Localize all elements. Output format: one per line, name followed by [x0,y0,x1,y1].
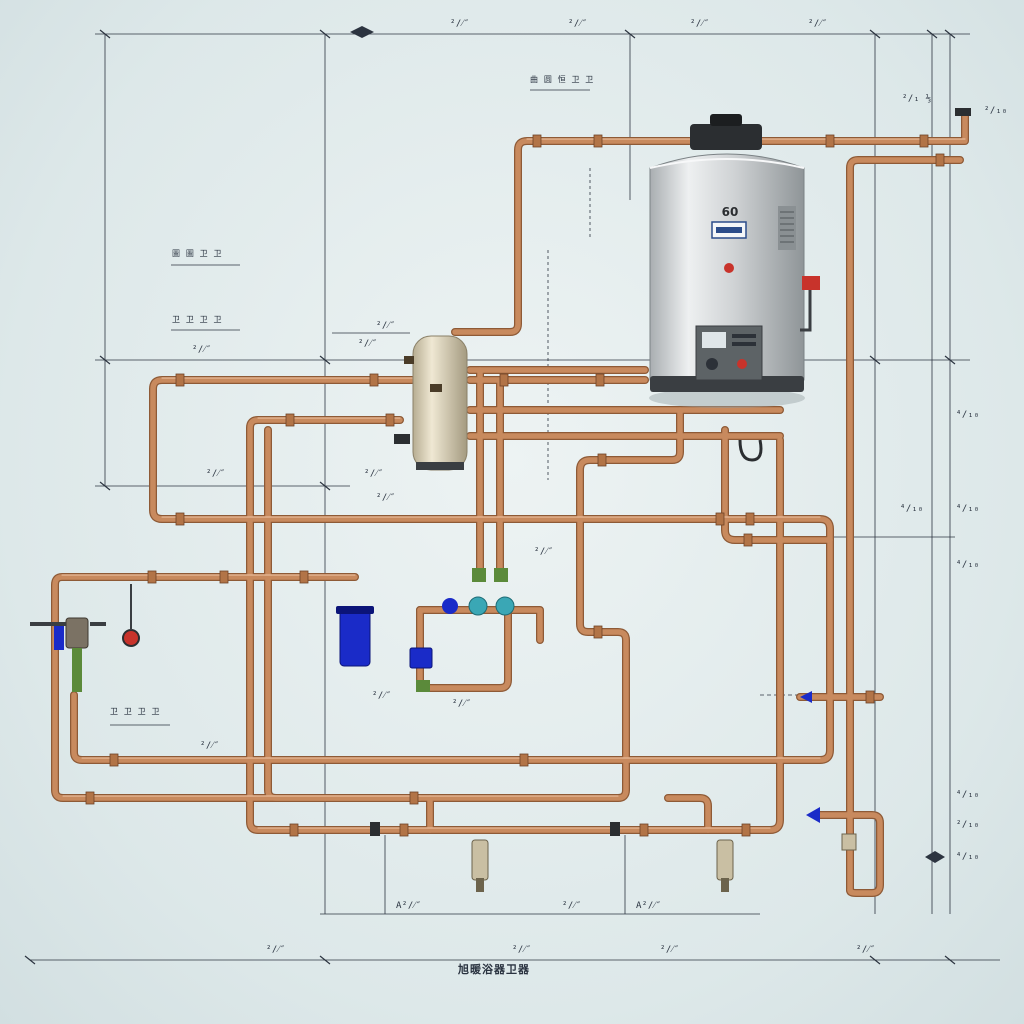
note-bottom-5: ²/⁄″ [512,945,532,955]
note-bottom-1: A²/⁄″ [396,901,422,911]
note-lower-2: ²/⁄″ [200,741,220,751]
note-right-5: ⁴/₁₀ [900,504,924,514]
note-mid-1: ²/⁄″ [376,321,396,331]
drain-valves [370,822,857,892]
tank-badge-group: 60 [722,205,739,219]
note-top-center: 曲 圆 恒 卫 卫 [530,75,594,84]
note-mid-3: ²/⁄″ [206,469,226,479]
note-right-1: ²/₁ ⅓ [902,94,932,104]
secondary-tank [394,335,468,471]
note-left-1: 圖 圖 卫 卫 [172,249,222,258]
pipe-fittings [85,134,945,837]
dimension-lines [30,33,1000,961]
note-right-7: ⁴/₁₀ [956,790,980,800]
note-right-9: ⁴/₁₀ [956,852,980,862]
dimension-ticks [24,29,956,965]
note-bottom-4: ²/⁄″ [266,945,286,955]
tank-badge: 60 [722,205,739,219]
note-lower-4: ²/⁄″ [452,699,472,709]
note-bottom-2: ²/⁄″ [562,901,582,911]
note-left-2: 卫 卫 卫 卫 [172,315,222,324]
note-right-6: ⁴/₁₀ [956,560,980,570]
pipe-network [51,111,969,897]
note-right-8: ²/₁₀ [956,820,980,830]
note-bottom-3: A²/⁄″ [636,901,662,911]
left-pump [30,584,140,692]
note-bottom-7: ²/⁄″ [856,945,876,955]
note-right-3: ⁴/₁₀ [956,410,980,420]
note-mid-6: ²/⁄″ [534,547,554,557]
note-left-3: ²/⁄″ [192,345,212,355]
note-mid-2: ²/⁄″ [358,339,378,349]
title-block: 旭暖浴器卫器 [458,963,530,976]
main-water-heater [649,114,820,462]
note-mid-5: ²/⁄″ [376,493,396,503]
note-lower-1: 卫 卫 卫 卫 [110,707,160,716]
note-mid-4: ²/⁄″ [364,469,384,479]
note-lower-3: ²/⁄″ [372,691,392,701]
note-right-2: ²/₁₀ [984,106,1008,116]
dim-label-top-2: ²/⁄″ [568,19,588,29]
note-right-4: ⁴/₁₀ [956,504,980,514]
right-diamond-marker [925,851,945,863]
dim-label-top-4: ²/⁄″ [808,19,828,29]
right-valves [800,108,971,823]
top-diamond-marker [350,26,374,38]
note-bottom-6: ²/⁄″ [660,945,680,955]
dim-label-top-1: ²/⁄″ [450,19,470,29]
filter-assembly [336,568,515,692]
dim-label-top-3: ²/⁄″ [690,19,710,29]
